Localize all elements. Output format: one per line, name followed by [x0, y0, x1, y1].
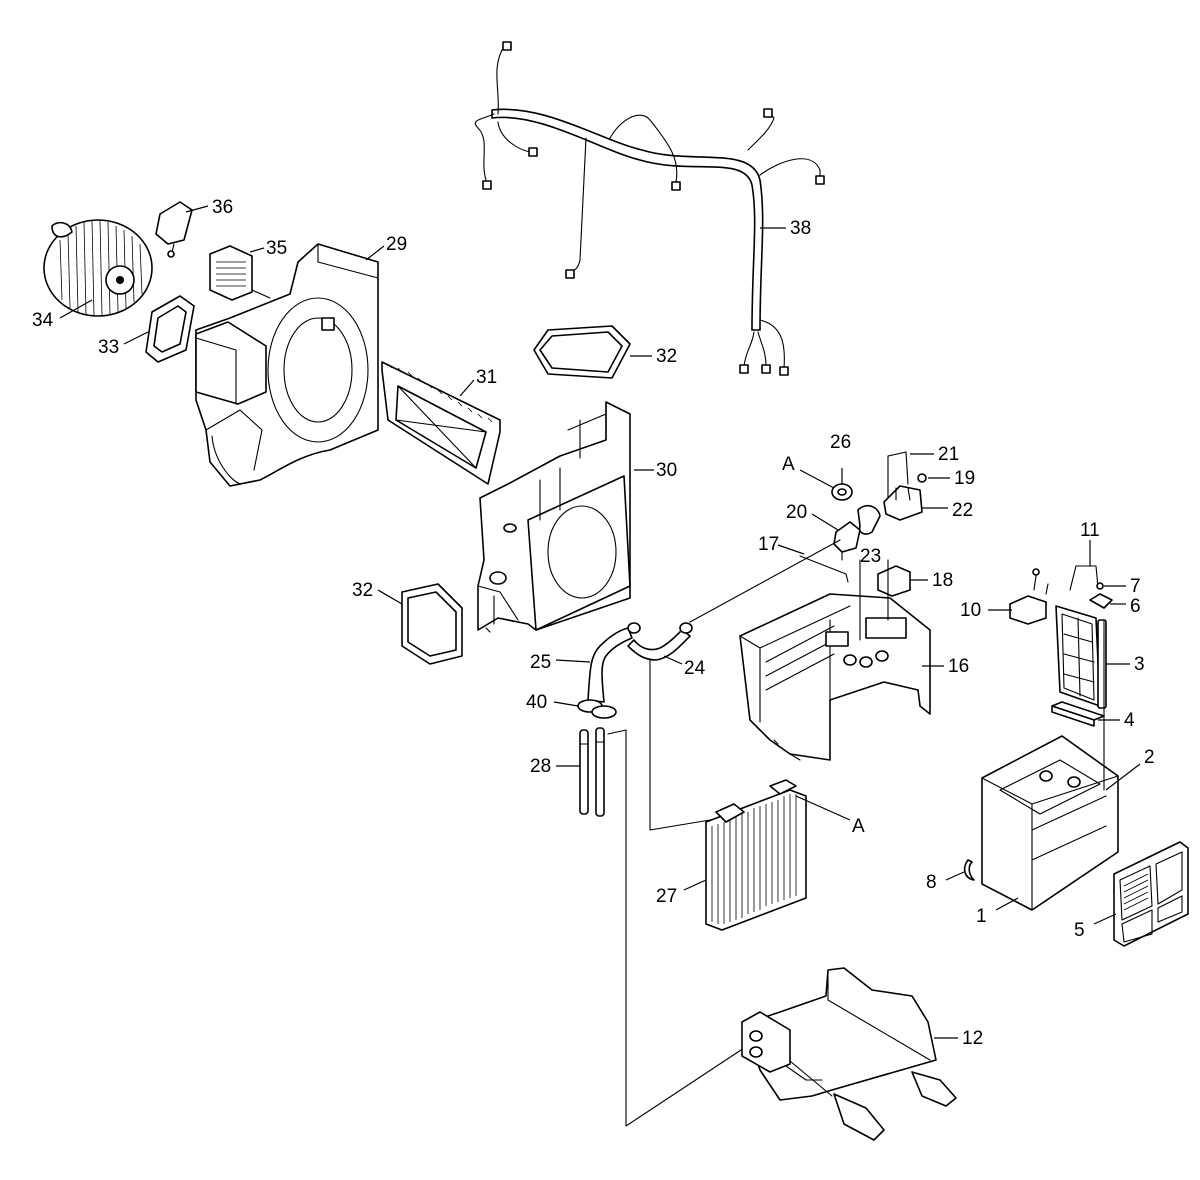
connector-line: [607, 729, 745, 1127]
heater-hoses-parts-24-25: 25 24: [530, 539, 841, 703]
callout-5: 5: [1074, 920, 1085, 941]
callout-25: 25: [530, 652, 551, 673]
callout-7: 7: [1130, 576, 1141, 597]
callout-16: 16: [948, 656, 969, 677]
callout-24: 24: [684, 658, 706, 679]
blower-motor-part-34: 34: [32, 219, 153, 331]
heater-core-part-27: A 27: [656, 779, 865, 931]
rod-part-17: 17: [758, 534, 849, 583]
callout-2: 2: [1144, 747, 1155, 768]
clip-part-8: 8: [926, 859, 975, 893]
actuator-part-18: 18: [877, 565, 953, 597]
valve-assembly-parts-19-26: 26 A 20 21 19 22 23: [782, 432, 975, 567]
hose-clamps-part-40: 40: [526, 692, 617, 719]
callout-23: 23: [860, 546, 881, 567]
filter-box-parts-1-2: 2 1: [976, 619, 1155, 927]
blower-resistor-part-35: 35: [209, 238, 287, 301]
callout-12: 12: [962, 1028, 983, 1049]
evaporator-case-part-16: 16: [739, 559, 969, 761]
callout-4: 4: [1124, 710, 1135, 731]
callout-20: 20: [786, 502, 807, 523]
callout-30: 30: [656, 460, 677, 481]
callout-38: 38: [790, 218, 811, 239]
callout-3: 3: [1134, 654, 1145, 675]
callout-32-left: 32: [352, 580, 373, 601]
blower-switch-part-36: 36: [155, 197, 233, 258]
ref-A-top: A: [782, 454, 795, 475]
wire-harness-part-38: 38: [474, 41, 825, 376]
lower-housing-part-12: 12: [741, 967, 983, 1141]
callout-33: 33: [98, 337, 119, 358]
callout-18: 18: [932, 570, 953, 591]
callout-1: 1: [976, 906, 987, 927]
gasket-part-32-top: 32: [533, 325, 677, 379]
callout-32-top: 32: [656, 346, 677, 367]
gasket-part-33: 33: [98, 295, 195, 363]
callout-36: 36: [212, 197, 233, 218]
sensor-parts-6-7-10-11: 10 11 7 6: [960, 520, 1141, 625]
connector-line-a: [649, 659, 735, 831]
gasket-part-32-left: 32: [352, 580, 463, 665]
filter-element-part-3: 3: [1055, 605, 1145, 709]
blower-housing-part-29: 29: [195, 234, 407, 487]
callout-40: 40: [526, 692, 547, 713]
callout-10: 10: [960, 600, 981, 621]
callout-19: 19: [954, 468, 975, 489]
callout-11: 11: [1080, 520, 1100, 541]
callout-31: 31: [476, 367, 497, 388]
callout-34: 34: [32, 310, 54, 331]
seal-part-4: 4: [1051, 701, 1135, 731]
callout-28: 28: [530, 756, 551, 777]
callout-26: 26: [830, 432, 851, 453]
callout-17: 17: [758, 534, 779, 555]
recirc-door-part-31: 31: [381, 361, 501, 485]
heater-case-part-30: 30: [477, 401, 677, 633]
filter-cover-part-5: 5: [1074, 841, 1189, 947]
callout-27: 27: [656, 886, 677, 907]
ref-A-bottom: A: [852, 816, 865, 837]
callout-6: 6: [1130, 596, 1141, 617]
callout-21: 21: [938, 444, 959, 465]
heater-pipes-part-28: 28: [530, 727, 605, 817]
callout-29: 29: [386, 234, 407, 255]
callout-8: 8: [926, 872, 937, 893]
callout-35: 35: [266, 238, 287, 259]
callout-22: 22: [952, 500, 973, 521]
